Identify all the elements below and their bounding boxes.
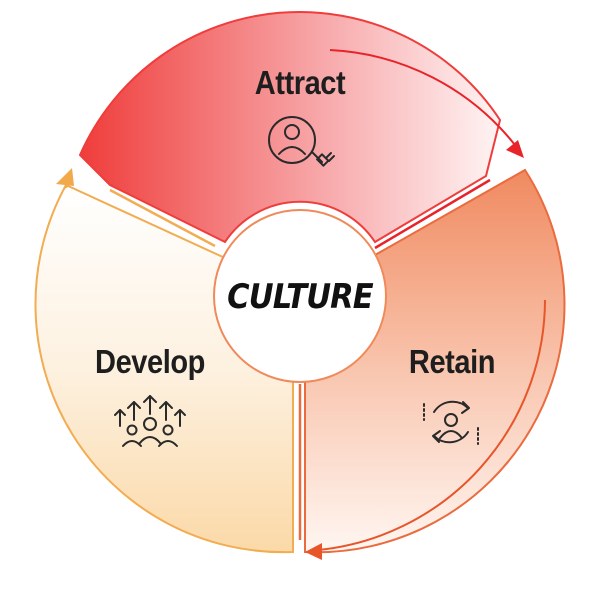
people-with-up-arrows-icon [114,395,186,447]
retain-label: Retain [408,343,496,380]
attract-gap-line [374,178,491,250]
person-with-cycle-arrows-icon [423,400,479,445]
center-circle [213,209,387,383]
person-with-plug-icon [268,116,335,167]
retain-arrowhead [305,543,322,560]
attract-arrow [329,49,516,146]
center-label: CULTURE [227,277,374,317]
develop-label: Develop [95,343,205,380]
retain-arrow [317,299,546,551]
attract-label: Attract [254,64,346,101]
develop-arrowhead [56,168,74,186]
attract-segment [78,11,502,244]
develop-gap-line [109,188,216,248]
develop-arrow [63,185,69,189]
attract-arrowhead [506,140,524,158]
